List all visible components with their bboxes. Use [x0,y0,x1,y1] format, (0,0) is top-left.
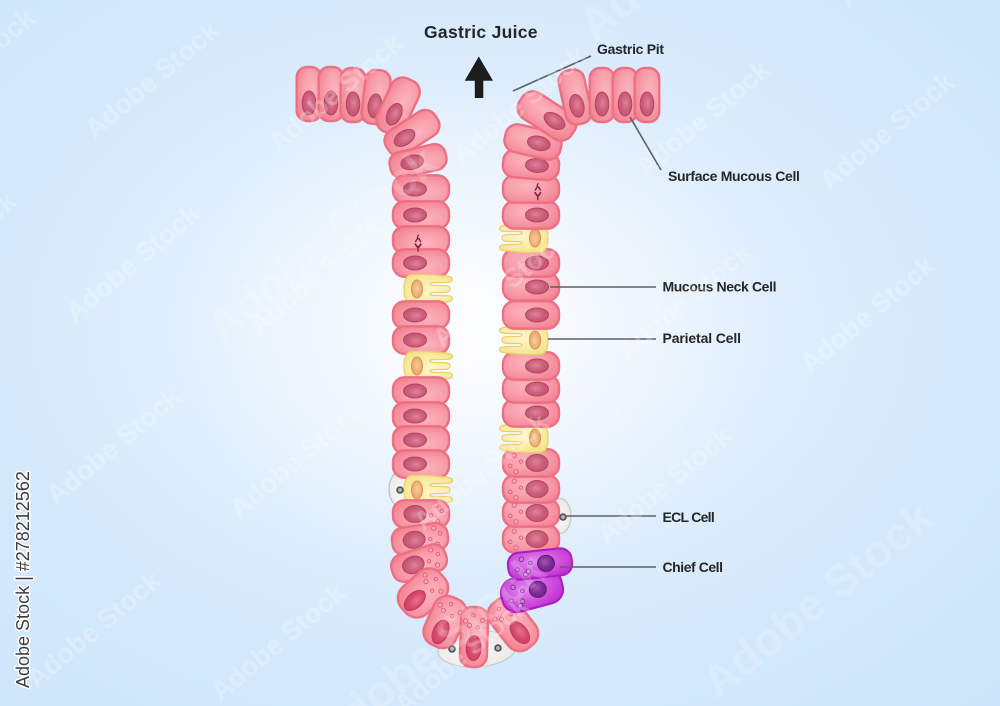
svg-text:Surface Mucous Cell: Surface Mucous Cell [668,168,800,184]
svg-text:Gastric Pit: Gastric Pit [597,41,664,57]
svg-text:Parietal Cell: Parietal Cell [663,330,741,346]
svg-text:ECL Cell: ECL Cell [663,509,714,525]
svg-text:Adobe Stock | #278212562: Adobe Stock | #278212562 [13,471,33,688]
svg-text:Gastric Juice: Gastric Juice [424,22,538,42]
svg-text:Mucous Neck Cell: Mucous Neck Cell [663,279,777,295]
svg-text:Chief Cell: Chief Cell [663,559,723,575]
